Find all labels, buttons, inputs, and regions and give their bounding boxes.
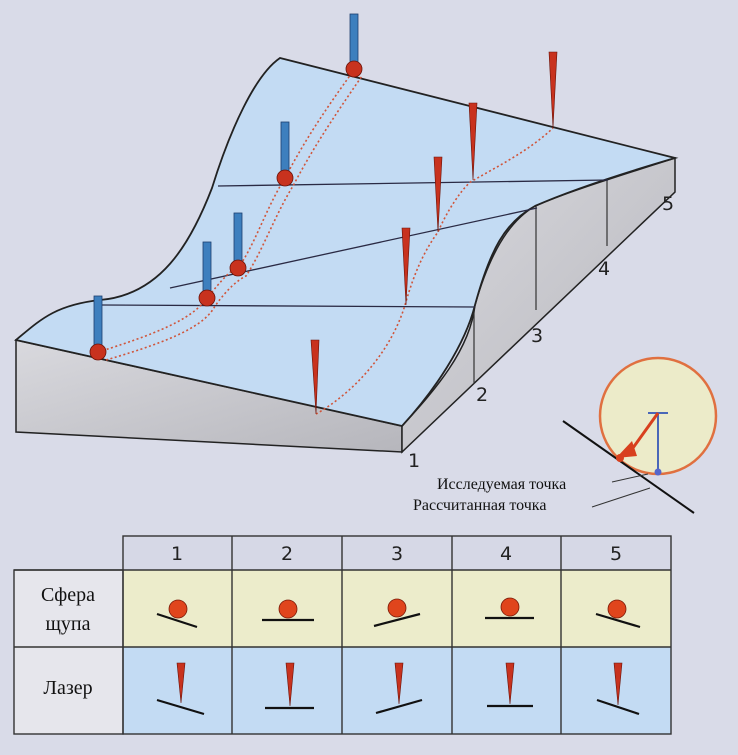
section-number-4: 4: [598, 258, 610, 280]
probe-5: [345, 13, 363, 78]
table-header-row: [123, 536, 671, 570]
section-number-2: 2: [476, 384, 488, 406]
section-number-3: 3: [531, 325, 543, 347]
section-line-2: [101, 304, 476, 308]
laser-2: [401, 227, 411, 306]
measured-point-label: Исследуемая точка: [437, 476, 566, 493]
laser-cell-3: [375, 662, 423, 715]
measured-point-dot: [616, 454, 624, 462]
laser-cell-5: [596, 662, 640, 716]
laser-4: [468, 102, 478, 181]
callout-detail: [562, 356, 718, 514]
comparison-table: 1 2 3 4 5 Сфера щупа Лазер: [13, 535, 672, 735]
laser-row: [123, 647, 671, 734]
probe-1: [89, 295, 107, 361]
sphere-cell-4: [485, 597, 534, 620]
section-number-5: 5: [662, 193, 674, 215]
probe-4: [276, 121, 294, 187]
row-header-laser: Лазер: [43, 677, 92, 699]
laser-1: [310, 339, 320, 415]
row-header-sphere-line1: Сфера: [41, 584, 95, 606]
column-header-3: 3: [391, 543, 403, 565]
sphere-cell-2: [262, 599, 314, 622]
laser-trace-path: [315, 127, 554, 415]
section-line-3: [169, 207, 538, 289]
sphere-cell-5: [595, 599, 641, 629]
probe-trace-path-2: [105, 75, 363, 361]
calculated-point-dot: [654, 468, 662, 476]
leader-measured: [611, 473, 649, 483]
sphere-cell-3: [373, 598, 421, 628]
callout-arrow-head: [616, 441, 637, 458]
row-header-laser-cell: [14, 647, 123, 734]
laser-5: [548, 51, 558, 129]
probe-2: [198, 241, 216, 307]
laser-cell-1: [156, 662, 205, 716]
leader-calculated: [591, 487, 651, 508]
callout-surface-line: [562, 420, 695, 514]
callout-arrow-shaft: [628, 412, 660, 453]
sphere-cell-1: [156, 599, 198, 629]
row-header-sphere-cell: [14, 570, 123, 647]
laser-cell-2: [265, 662, 314, 710]
column-header-1: 1: [171, 543, 183, 565]
laser-3: [433, 156, 443, 233]
probe-3: [229, 212, 247, 277]
laser-cell-4: [487, 662, 533, 708]
calculated-point-label: Рассчитанная точка: [413, 497, 546, 514]
column-header-2: 2: [281, 543, 293, 565]
row-header-sphere-line2: щупа: [46, 613, 91, 635]
section-number-1: 1: [408, 450, 420, 472]
column-header-4: 4: [500, 543, 512, 565]
column-header-5: 5: [610, 543, 622, 565]
